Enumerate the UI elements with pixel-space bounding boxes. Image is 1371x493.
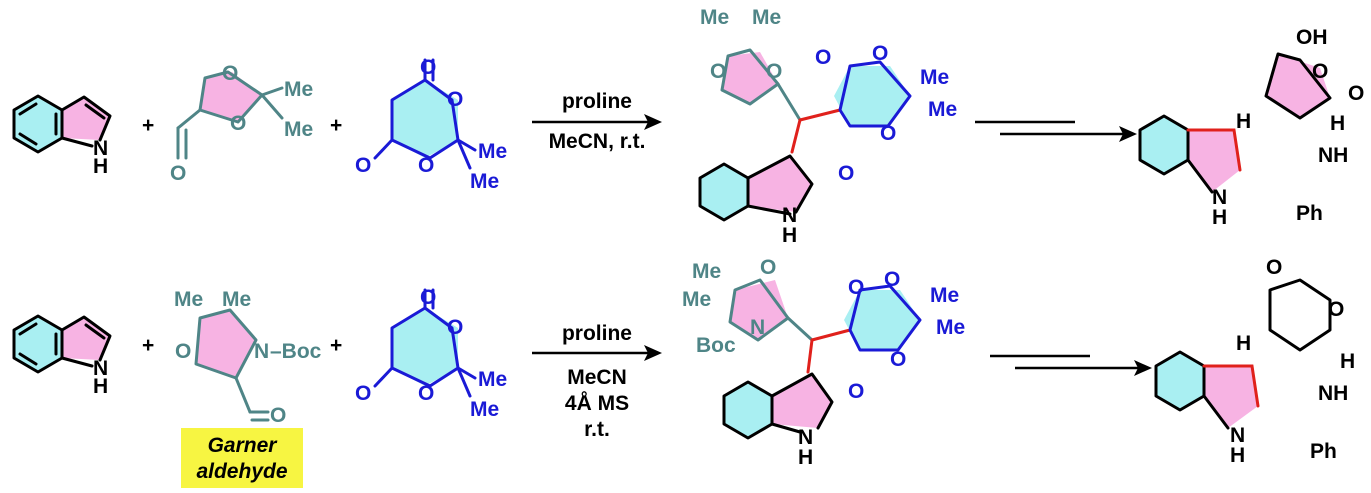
row2-garner-caption-line1: Garner — [208, 434, 279, 457]
row1-adduct-o1: O — [710, 60, 726, 83]
row2-meldrum-me2: Me — [470, 398, 499, 421]
row1-adduct-m-o-top: O — [815, 46, 831, 69]
row1-adduct-m-o-bottom: O — [838, 162, 854, 185]
row1-conditions-line1: proline — [562, 90, 632, 113]
row1-multistep-arrow — [975, 120, 1137, 142]
row2-meldrum-o-bottom: O — [355, 382, 371, 405]
row1-adduct: Me Me O O O O O O Me Me N H — [698, 6, 957, 247]
row2-meldrum-me1: Me — [478, 368, 507, 391]
row1-plus-1: + — [142, 114, 154, 137]
row1-aldehyde-o1: O — [222, 62, 238, 85]
row1-product-oh: OH — [1296, 26, 1328, 49]
row1-aldehyde-cho-o: O — [170, 162, 186, 185]
row2-indole-n: N — [93, 357, 108, 380]
row2-product-h2: H — [1340, 350, 1355, 373]
row2-garner-highlight — [181, 428, 303, 488]
row2-indole-h: H — [93, 375, 108, 398]
row2-indole: N H — [12, 314, 112, 398]
row1-product: OH O O H H NH N H Ph — [1138, 26, 1364, 229]
row1-adduct-nh-n: N — [782, 204, 797, 227]
row2-plus-1: + — [142, 334, 154, 357]
row1-plus-2: + — [330, 114, 342, 137]
row2-adduct-n: N — [750, 316, 765, 339]
row1-aldehyde-me1: Me — [284, 78, 313, 101]
row1-aldehyde-o2: O — [230, 112, 246, 135]
row1-product-h2: H — [1330, 112, 1345, 135]
row1-indole-h: H — [93, 155, 108, 178]
row1-indole: N H — [12, 94, 112, 178]
row1-adduct-o2: O — [766, 60, 782, 83]
row2-meldrum-o-ring1: O — [447, 316, 463, 339]
row1-product-o-carbonyl: O — [1348, 82, 1364, 105]
row2-adduct: Me Me O N Boc O O O O Me Me N H — [682, 256, 965, 469]
row2-conditions-line4: r.t. — [584, 418, 610, 441]
row2-product: O O H H NH N H Ph — [1154, 256, 1355, 467]
row2-meldrum-o-ring2: O — [418, 382, 434, 405]
row2-plus-2: + — [330, 334, 342, 357]
row2-garner-n: N — [254, 340, 269, 363]
row2-adduct-nh-h: H — [798, 446, 813, 469]
row1-adduct-m-o2: O — [880, 122, 896, 145]
row1-meldrum-me1: Me — [478, 140, 507, 163]
row1-meldrum-o-ring2: O — [418, 154, 434, 177]
row2-product-n: N — [1230, 424, 1245, 447]
row1-aldehyde-me2: Me — [284, 118, 313, 141]
row2-adduct-m-me1: Me — [930, 284, 959, 307]
row1-product-h-n: H — [1212, 206, 1227, 229]
row2-meldrum-o-top: O — [420, 286, 436, 309]
row2-meldrum: O O O O Me Me — [355, 286, 507, 421]
row2-product-o-carbonyl: O — [1266, 256, 1282, 279]
row2-adduct-m-o-bottom: O — [848, 380, 864, 403]
row1-product-n: N — [1212, 186, 1227, 209]
row1-meldrum: O O O O Me Me — [355, 56, 507, 193]
row2-conditions-line2: MeCN — [567, 366, 627, 389]
row2-adduct-m-o2: O — [890, 348, 906, 371]
row2-adduct-nh-n: N — [798, 426, 813, 449]
row2-adduct-o: O — [760, 256, 776, 279]
row2-product-h1: H — [1236, 332, 1251, 355]
row2-product-nh: NH — [1318, 382, 1348, 405]
row2-garner-boc: –Boc — [270, 340, 322, 363]
row1-adduct-me1: Me — [700, 6, 729, 29]
row2-adduct-m-o1: O — [884, 268, 900, 291]
row2-conditions-line1: proline — [562, 322, 632, 345]
row1-adduct-me2: Me — [752, 6, 781, 29]
row2-adduct-me2: Me — [682, 288, 711, 311]
row2-adduct-me1: Me — [692, 260, 721, 283]
row2-garner-me1: Me — [174, 288, 203, 311]
row2-adduct-boc: Boc — [696, 334, 736, 357]
row1-meldrum-o-bottom: O — [355, 154, 371, 177]
row2-product-h-n: H — [1230, 444, 1245, 467]
row1-meldrum-o-top: O — [420, 56, 436, 79]
row1-aldehyde: O O Me Me O — [170, 62, 313, 185]
row1-product-nh: NH — [1318, 144, 1348, 167]
row1-product-o-ring: O — [1312, 60, 1328, 83]
row2-garner-me2: Me — [222, 288, 251, 311]
row1-adduct-m-me2: Me — [928, 98, 957, 121]
row1-product-ph: Ph — [1296, 202, 1323, 225]
row2-garner-cho-o: O — [270, 404, 286, 427]
row2-garner-o: O — [175, 340, 191, 363]
row1-indole-n: N — [93, 137, 108, 160]
row1-conditions-line2: MeCN, r.t. — [549, 130, 646, 153]
row2-conditions-line3: 4Å MS — [565, 391, 629, 415]
row1-adduct-nh-h: H — [782, 224, 797, 247]
row1-meldrum-me2: Me — [470, 170, 499, 193]
row2-adduct-m-me2: Me — [936, 316, 965, 339]
row2-product-ph: Ph — [1310, 440, 1337, 463]
row2-multistep-arrow — [990, 354, 1152, 376]
row1-adduct-m-o1: O — [872, 42, 888, 65]
row2-garner-aldehyde: Me Me O N –Boc O Garner aldehyde — [174, 288, 322, 488]
row1-reaction-arrow: proline MeCN, r.t. — [532, 90, 662, 153]
row1-product-h1: H — [1236, 110, 1251, 133]
row2-adduct-m-o-top: O — [848, 276, 864, 299]
row2-garner-caption-line2: aldehyde — [196, 460, 287, 483]
row1-adduct-m-me1: Me — [920, 66, 949, 89]
row2-reaction-arrow: proline MeCN 4Å MS r.t. — [532, 322, 662, 441]
row1-meldrum-o-ring1: O — [447, 88, 463, 111]
row2-product-o-ring: O — [1328, 298, 1344, 321]
